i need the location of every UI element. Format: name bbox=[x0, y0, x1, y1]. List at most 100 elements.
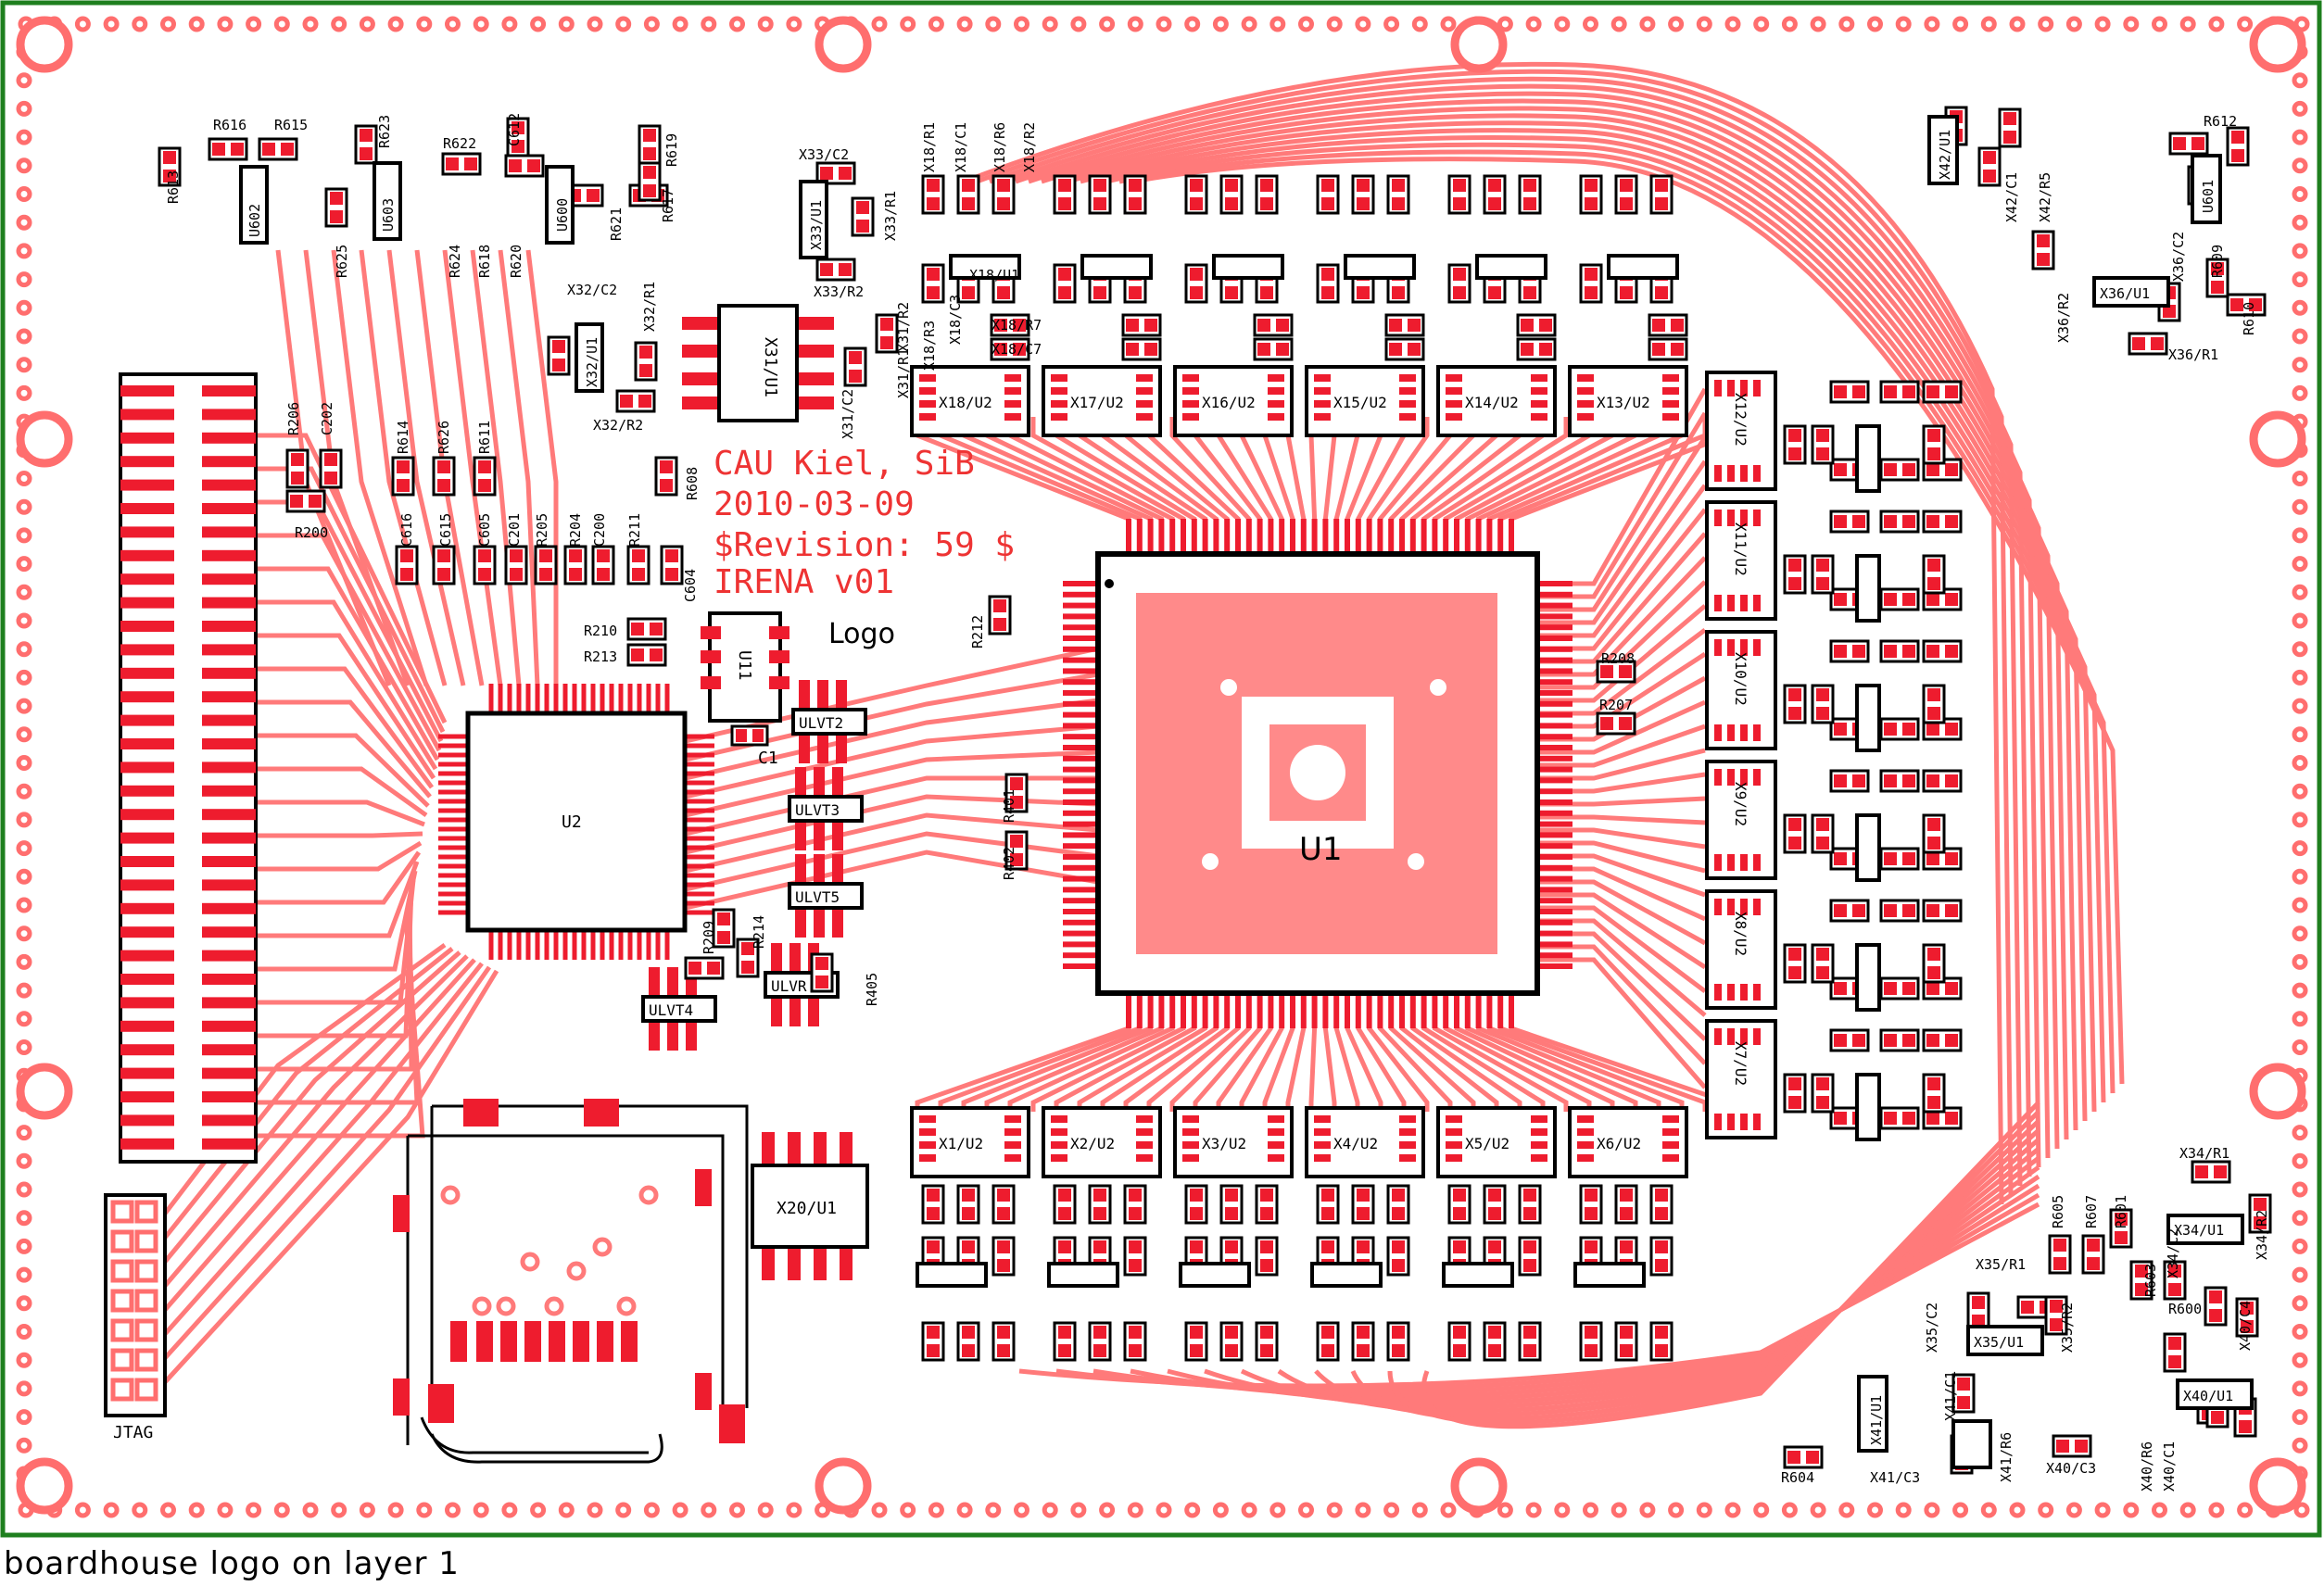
ic-small bbox=[1344, 254, 1416, 280]
ic-small bbox=[1607, 254, 1679, 280]
via bbox=[757, 1502, 774, 1518]
connector-pad bbox=[120, 950, 174, 962]
via bbox=[16, 584, 32, 600]
part-label: R621 bbox=[608, 208, 625, 241]
part-label: R616 bbox=[213, 117, 246, 133]
via bbox=[2292, 527, 2308, 544]
jtag-pin bbox=[110, 1200, 134, 1224]
via bbox=[1355, 1502, 1371, 1518]
part-label: R617 bbox=[660, 189, 676, 222]
trace bbox=[163, 958, 476, 1312]
mounting-hole bbox=[2249, 410, 2306, 468]
smd-part bbox=[991, 1321, 1016, 1362]
via bbox=[16, 1238, 32, 1254]
ic-label: X11/U2 bbox=[1732, 522, 1749, 576]
smd-part bbox=[2031, 230, 2055, 271]
smd-part bbox=[1811, 943, 1835, 984]
smd-part bbox=[660, 545, 684, 585]
via bbox=[16, 271, 32, 288]
connector-pad bbox=[120, 667, 174, 679]
mounting-hole bbox=[2249, 1457, 2306, 1515]
via bbox=[2292, 1324, 2308, 1340]
part-label: R209 bbox=[701, 921, 717, 954]
trace bbox=[1093, 135, 2097, 1113]
smd-part bbox=[1004, 773, 1029, 813]
via bbox=[729, 16, 745, 32]
smd-part bbox=[1351, 1321, 1375, 1362]
via bbox=[729, 1502, 745, 1518]
c1-label: C1 bbox=[758, 749, 778, 768]
via bbox=[2292, 868, 2308, 885]
trace bbox=[685, 724, 1099, 799]
trace bbox=[256, 831, 423, 838]
via bbox=[1924, 1502, 1940, 1518]
mounting-hole bbox=[16, 1457, 73, 1515]
part-label: C201 bbox=[506, 513, 523, 547]
via bbox=[1014, 16, 1029, 32]
via bbox=[16, 214, 32, 231]
via bbox=[2292, 1295, 2308, 1312]
ic-label: X7/U2 bbox=[1732, 1041, 1749, 1086]
via bbox=[900, 16, 916, 32]
smd-part bbox=[921, 174, 945, 215]
ic-bottom-row: X4/U2 bbox=[1305, 1106, 1425, 1178]
via bbox=[2292, 498, 2308, 515]
via bbox=[188, 1502, 205, 1518]
part-label: R619 bbox=[663, 133, 680, 167]
silk-line-4: IRENA v01 bbox=[714, 563, 894, 601]
via bbox=[643, 16, 660, 32]
connector-pad bbox=[120, 902, 174, 914]
ic-label: X8/U2 bbox=[1732, 912, 1749, 956]
via bbox=[615, 1502, 632, 1518]
board-outline bbox=[0, 0, 2322, 1538]
chip-u1: U1 bbox=[1063, 519, 1572, 1028]
ulvt-label: ULVT5 bbox=[795, 888, 840, 906]
part-label: X42/R5 bbox=[2037, 172, 2053, 222]
smd-part bbox=[1184, 1184, 1208, 1225]
smd-part bbox=[1614, 1184, 1638, 1225]
part-label: X42/U1 bbox=[1937, 130, 1953, 180]
smd-part bbox=[1922, 813, 1946, 854]
jtag-pin bbox=[110, 1289, 134, 1313]
part-label: U600 bbox=[554, 198, 571, 232]
smd-part bbox=[2128, 332, 2168, 356]
smd-part bbox=[2235, 1297, 2259, 1338]
jtag-pin bbox=[110, 1348, 134, 1372]
smd-part bbox=[875, 313, 899, 354]
jtag-pin bbox=[134, 1289, 158, 1313]
ic-small bbox=[2176, 1378, 2254, 1410]
via bbox=[1326, 1502, 1343, 1518]
smd-part bbox=[2109, 1208, 2133, 1249]
trace bbox=[1537, 580, 1707, 690]
via bbox=[587, 16, 603, 32]
connector-pad bbox=[202, 385, 256, 396]
chip-x20-u1-label: X20/U1 bbox=[777, 1199, 837, 1218]
connector-pad bbox=[202, 549, 256, 561]
via bbox=[16, 384, 32, 401]
part-label: R206 bbox=[285, 402, 302, 435]
part-label: X18/R7 bbox=[991, 317, 1042, 334]
smd-part bbox=[1922, 769, 1963, 793]
trace bbox=[1537, 879, 1707, 946]
trace bbox=[1240, 1147, 2040, 1410]
connector-pad bbox=[120, 597, 174, 609]
ic-bottom-row: X1/U2 bbox=[910, 1106, 1030, 1178]
ulvt-part: ULVT3 bbox=[788, 767, 864, 850]
smd-part bbox=[1596, 660, 1636, 684]
connector-pad bbox=[202, 573, 256, 585]
connector-pad bbox=[120, 1114, 174, 1127]
connector-pad bbox=[120, 832, 174, 844]
connector-pad bbox=[202, 1138, 256, 1150]
trace bbox=[256, 799, 425, 827]
via bbox=[445, 1502, 461, 1518]
trace bbox=[1537, 459, 1708, 625]
smd-part bbox=[1518, 1184, 1542, 1225]
via bbox=[1184, 1502, 1201, 1518]
trace bbox=[1105, 142, 2106, 1103]
smd-part bbox=[1384, 313, 1425, 337]
smd-part bbox=[1579, 1184, 1603, 1225]
connector-pad bbox=[120, 432, 174, 444]
connector-pad bbox=[120, 479, 174, 491]
smd-part bbox=[285, 489, 326, 513]
part-label: X42/C1 bbox=[2003, 172, 2020, 222]
